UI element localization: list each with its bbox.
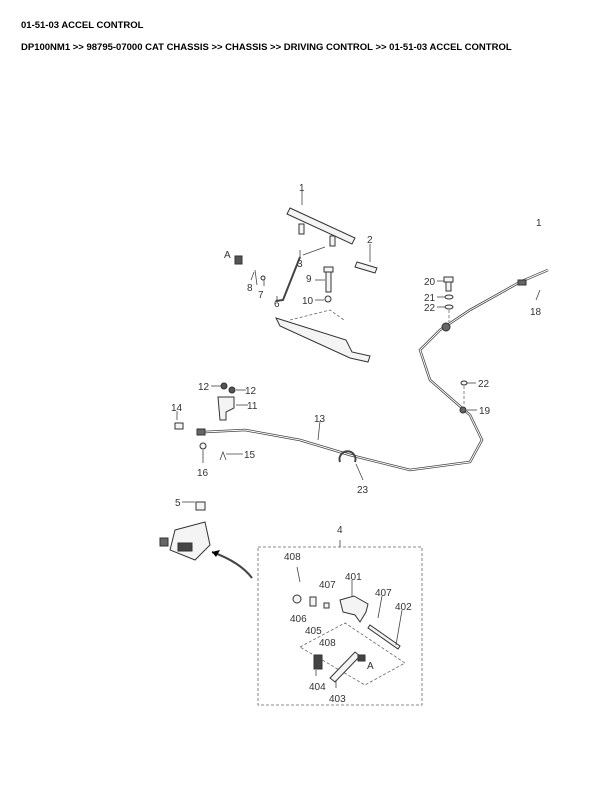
callout-label: 21 (424, 293, 436, 304)
callout-label: A (367, 661, 374, 672)
callout-label: 14 (171, 403, 183, 414)
callout-label: 19 (479, 406, 491, 417)
callout-label: 407 (375, 588, 392, 599)
leader-lines (176, 191, 541, 688)
callout-label: 16 (197, 468, 209, 479)
callout-label: 405 (305, 626, 322, 637)
bolt-part (323, 266, 334, 303)
callout-label: 1 (536, 218, 542, 229)
spring-part (234, 255, 266, 286)
callout-label: 22 (424, 303, 436, 314)
callout-label: 408 (284, 552, 301, 563)
callout-label: 15 (244, 450, 256, 461)
callout-labels: 1 2 3 A 8 7 6 9 10 20 21 22 1 18 22 19 1… (171, 183, 542, 705)
bracket-part (174, 382, 236, 461)
washer-parts (443, 276, 468, 405)
callout-label: 1 (299, 183, 305, 194)
mounting-plate-part (275, 309, 371, 363)
callout-label: 18 (530, 307, 542, 318)
callout-label: A (224, 250, 231, 261)
callout-label: 2 (367, 235, 373, 246)
callout-label: 407 (319, 580, 336, 591)
callout-label: 8 (247, 283, 253, 294)
callout-label: 12 (245, 386, 257, 397)
callout-label: 13 (314, 414, 326, 425)
rod-part (275, 256, 301, 302)
callout-label: 22 (478, 379, 490, 390)
callout-label: 9 (306, 274, 312, 285)
callout-label: 12 (198, 382, 210, 393)
accel-cable (196, 268, 549, 472)
callout-label: 11 (247, 401, 258, 412)
assembly-4-box (257, 540, 423, 706)
pedal-housing-part (159, 501, 253, 579)
callout-label: 404 (309, 682, 326, 693)
callout-label: 23 (357, 485, 369, 496)
callout-label: 7 (258, 290, 264, 301)
callout-label: 5 (175, 498, 181, 509)
callout-label: 20 (424, 277, 436, 288)
breadcrumb: DP100NM1 >> 98795-07000 CAT CHASSIS >> C… (21, 42, 512, 53)
callout-label: 402 (395, 602, 412, 613)
callout-label: 403 (329, 694, 346, 705)
callout-label: 401 (345, 572, 362, 583)
page-title: 01-51-03 ACCEL CONTROL (21, 20, 144, 31)
callout-label: 10 (302, 296, 314, 307)
callout-label: 3 (297, 259, 303, 270)
accelerator-pedal-part (286, 207, 356, 256)
callout-label: 6 (274, 299, 280, 310)
callout-label: 406 (290, 614, 307, 625)
callout-label: 408 (319, 638, 336, 649)
pin-part (354, 261, 378, 274)
callout-label: 4 (337, 525, 343, 536)
